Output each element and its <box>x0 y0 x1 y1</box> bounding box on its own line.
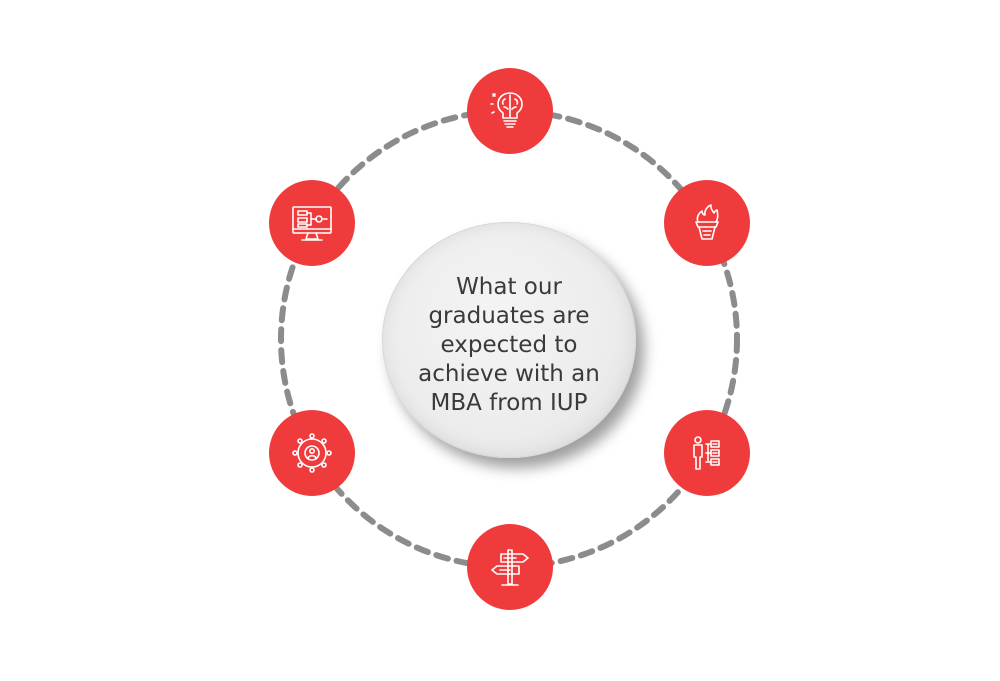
node-upper-right <box>664 180 750 266</box>
people-network-icon <box>292 433 332 473</box>
torch-flame-icon <box>695 204 719 240</box>
signpost-arrows-icon <box>491 549 529 586</box>
node-lower-right <box>664 410 750 496</box>
node-top <box>467 68 553 154</box>
node-bottom <box>467 524 553 610</box>
center-circle: What our graduates are expected to achie… <box>382 222 636 458</box>
person-hierarchy-icon <box>693 436 720 470</box>
computer-flowchart-icon <box>292 206 332 241</box>
node-lower-left <box>269 410 355 496</box>
node-upper-left <box>269 180 355 266</box>
center-title: What our graduates are expected to achie… <box>418 273 600 416</box>
brain-lightbulb-icon <box>490 92 523 128</box>
